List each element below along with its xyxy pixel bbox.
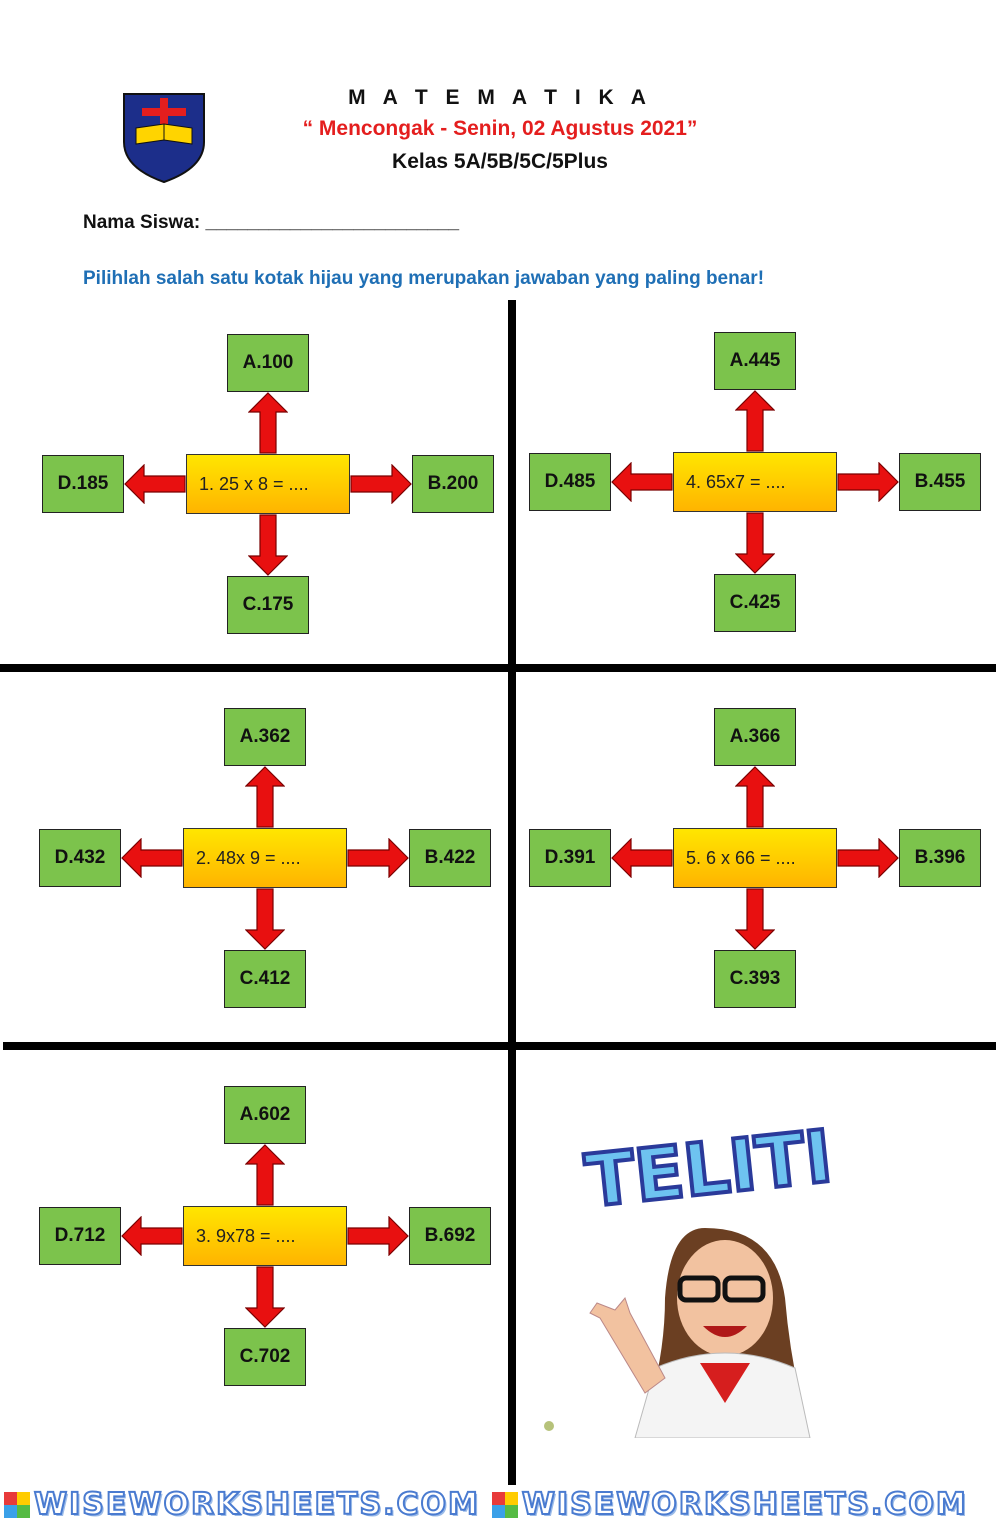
option-b-q5[interactable]: B.396 bbox=[899, 829, 981, 887]
option-c-q1[interactable]: C.175 bbox=[227, 576, 309, 634]
school-logo bbox=[120, 90, 208, 186]
watermark-text: WISEWORKSHEETS.COM bbox=[521, 1486, 968, 1523]
arrow-left-icon bbox=[611, 837, 673, 883]
option-c-q3[interactable]: C.702 bbox=[224, 1328, 306, 1386]
option-c-q5[interactable]: C.393 bbox=[714, 950, 796, 1008]
date-subtitle: “ Mencongak - Senin, 02 Agustus 2021” bbox=[302, 117, 698, 140]
option-a-q5[interactable]: A.366 bbox=[714, 708, 796, 766]
arrow-up-icon bbox=[734, 390, 776, 457]
option-b-q4[interactable]: B.455 bbox=[899, 453, 981, 511]
arrow-right-icon bbox=[837, 461, 899, 507]
question-box-3: 3. 9x78 = .... bbox=[183, 1206, 347, 1266]
arrow-up-icon bbox=[247, 392, 289, 459]
arrow-down-icon bbox=[734, 512, 776, 579]
arrow-down-icon bbox=[244, 888, 286, 955]
grid-divider-horizontal-1 bbox=[0, 664, 996, 672]
arrow-right-icon bbox=[347, 837, 409, 883]
arrow-right-icon bbox=[347, 1215, 409, 1261]
arrow-right-icon bbox=[350, 463, 412, 509]
option-d-q3[interactable]: D.712 bbox=[39, 1207, 121, 1265]
arrow-left-icon bbox=[121, 1215, 183, 1261]
watermark-footer: WISEWORKSHEETS.COM WISEWORKSHEETS.COM bbox=[0, 1484, 1000, 1525]
option-d-q4[interactable]: D.485 bbox=[529, 453, 611, 511]
option-a-q1[interactable]: A.100 bbox=[227, 334, 309, 392]
arrow-down-icon bbox=[734, 888, 776, 955]
worksheet-logo-icon bbox=[491, 1491, 518, 1518]
arrow-left-icon bbox=[124, 463, 186, 509]
arrow-left-icon bbox=[121, 837, 183, 883]
arrow-up-icon bbox=[734, 766, 776, 833]
arrow-right-icon bbox=[837, 837, 899, 883]
teliti-word: TELITI bbox=[582, 1114, 836, 1215]
class-label: Kelas 5A/5B/5C/5Plus bbox=[392, 150, 608, 173]
teacher-avatar bbox=[585, 1218, 825, 1439]
teliti-sticker: TELITI bbox=[575, 1105, 855, 1225]
subject-title: M A T E M A T I K A bbox=[348, 86, 652, 109]
option-d-q5[interactable]: D.391 bbox=[529, 829, 611, 887]
option-b-q1[interactable]: B.200 bbox=[412, 455, 494, 513]
grid-divider-vertical bbox=[508, 300, 516, 1485]
question-box-4: 4. 65x7 = .... bbox=[673, 452, 837, 512]
question-box-2: 2. 48x 9 = .... bbox=[183, 828, 347, 888]
option-d-q1[interactable]: D.185 bbox=[42, 455, 124, 513]
option-a-q4[interactable]: A.445 bbox=[714, 332, 796, 390]
worksheet-logo-icon bbox=[4, 1491, 30, 1518]
arrow-down-icon bbox=[247, 514, 289, 581]
arrow-up-icon bbox=[244, 766, 286, 833]
option-c-q2[interactable]: C.412 bbox=[224, 950, 306, 1008]
watermark-text: WISEWORKSHEETS.COM bbox=[33, 1486, 480, 1523]
option-d-q2[interactable]: D.432 bbox=[39, 829, 121, 887]
student-name-field[interactable]: Nama Siswa: ________________________ bbox=[83, 212, 460, 233]
arrow-down-icon bbox=[244, 1266, 286, 1333]
option-b-q3[interactable]: B.692 bbox=[409, 1207, 491, 1265]
question-box-1: 1. 25 x 8 = .... bbox=[186, 454, 350, 514]
grid-divider-horizontal-2 bbox=[3, 1042, 996, 1050]
option-a-q3[interactable]: A.602 bbox=[224, 1086, 306, 1144]
question-box-5: 5. 6 x 66 = .... bbox=[673, 828, 837, 888]
arrow-up-icon bbox=[244, 1144, 286, 1211]
option-c-q4[interactable]: C.425 bbox=[714, 574, 796, 632]
small-dot bbox=[544, 1421, 554, 1431]
option-a-q2[interactable]: A.362 bbox=[224, 708, 306, 766]
option-b-q2[interactable]: B.422 bbox=[409, 829, 491, 887]
arrow-left-icon bbox=[611, 461, 673, 507]
instruction-text: Pilihlah salah satu kotak hijau yang mer… bbox=[83, 268, 765, 289]
